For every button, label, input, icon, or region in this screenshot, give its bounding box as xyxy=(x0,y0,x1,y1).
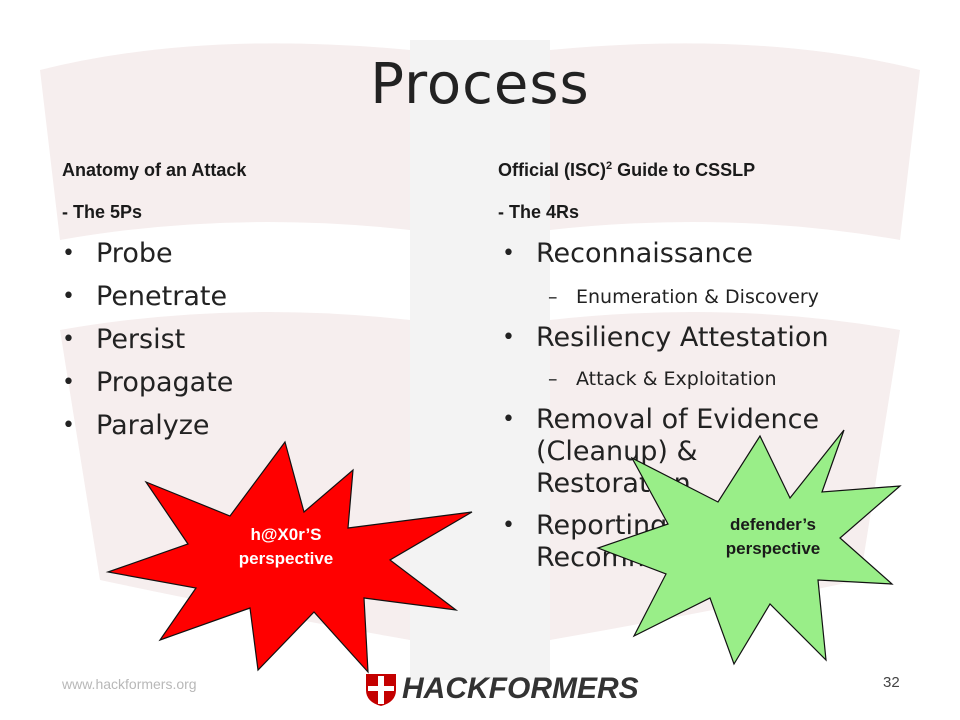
list-item: Resiliency Attestation xyxy=(502,322,829,354)
shield-icon xyxy=(366,674,396,706)
left-subheading: - The 5Ps xyxy=(62,202,143,222)
attacker-starburst-icon xyxy=(105,440,473,674)
list-item: Propagate xyxy=(62,367,234,399)
five-ps-list: Probe Penetrate Persist Propagate Paraly… xyxy=(62,238,234,442)
list-subitem: Attack & Exploitation xyxy=(536,366,829,392)
list-subitem: Enumeration & Discovery xyxy=(536,284,829,310)
list-item: Reconnaissance xyxy=(502,238,829,270)
right-heading: Official (ISC)2 Guide to CSSLP xyxy=(498,160,756,180)
list-item: Probe xyxy=(62,238,233,270)
right-subheading: - The 4Rs xyxy=(498,202,580,222)
slide-title: Process xyxy=(370,52,590,117)
attacker-callout-text: h@X0r’S perspective xyxy=(238,525,334,568)
list-item: Paralyze xyxy=(62,410,233,442)
footer-url[interactable]: www.hackformers.org xyxy=(62,676,197,692)
brand-logo-text: HACKFORMERS xyxy=(402,672,639,705)
list-item: Persist xyxy=(62,324,233,356)
defender-starburst-icon xyxy=(596,429,902,666)
page-number: 32 xyxy=(883,674,900,691)
left-heading: Anatomy of an Attack xyxy=(62,160,247,180)
list-item: Penetrate xyxy=(62,281,233,313)
defender-callout-text: defender’s perspective xyxy=(725,515,821,558)
